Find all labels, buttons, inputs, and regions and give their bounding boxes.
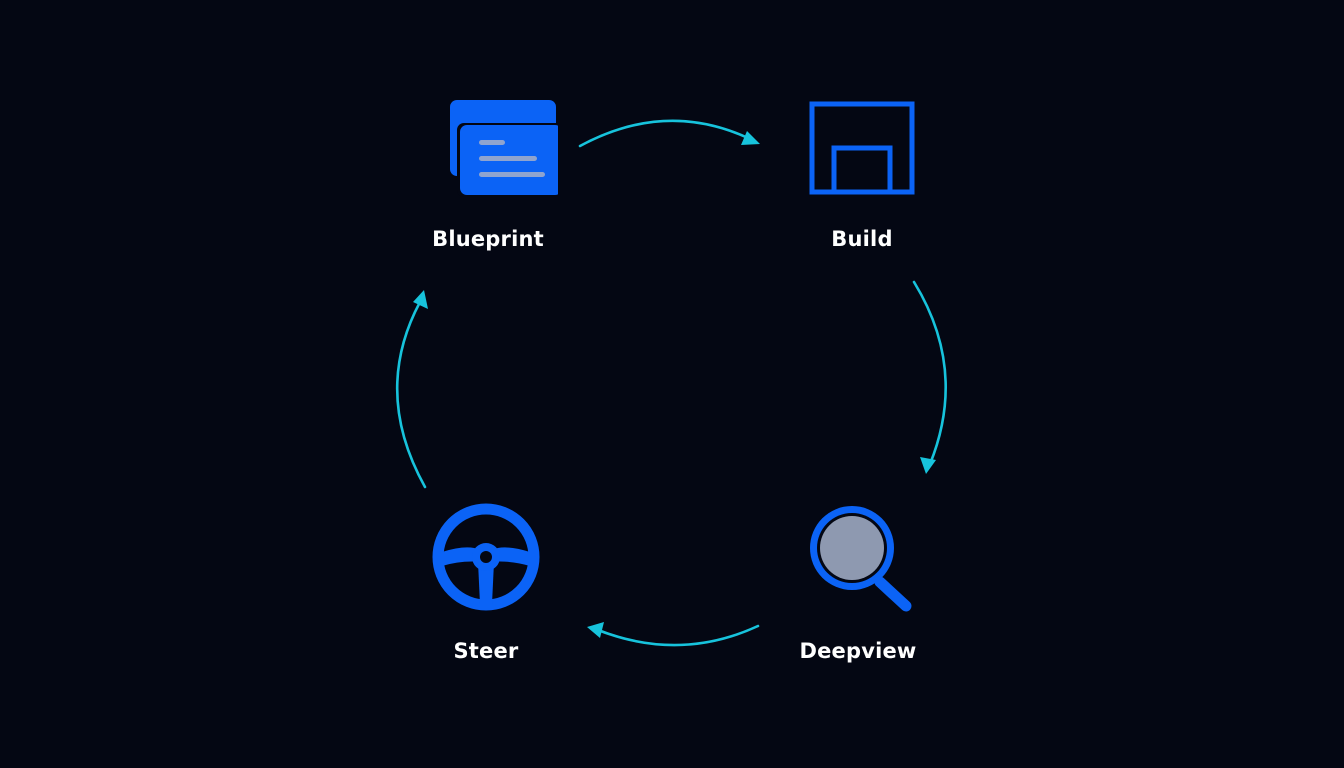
- node-label-deepview: Deepview: [799, 639, 917, 663]
- arrow-deepview-to-steer: [596, 624, 760, 647]
- node-steer: Steer: [386, 500, 586, 664]
- arrowhead-deepview: [920, 457, 936, 474]
- arrow-steer-to-blueprint: [395, 300, 427, 489]
- node-label-steer: Steer: [453, 639, 519, 663]
- node-blueprint: Blueprint: [388, 96, 588, 252]
- arrowhead-steer: [587, 622, 604, 638]
- arrowhead-blueprint: [413, 290, 428, 309]
- arrowhead-build: [741, 131, 760, 145]
- node-label-blueprint: Blueprint: [432, 227, 544, 251]
- frame-icon: [809, 101, 915, 195]
- arrow-build-to-deepview: [912, 280, 947, 466]
- magnifier-icon: [810, 506, 912, 612]
- cards-icon: [450, 100, 558, 197]
- steering-wheel-icon: [432, 503, 540, 611]
- node-label-build: Build: [831, 227, 893, 251]
- node-deepview: Deepview: [758, 500, 958, 664]
- node-build: Build: [762, 96, 962, 252]
- arrow-blueprint-to-build: [578, 119, 750, 148]
